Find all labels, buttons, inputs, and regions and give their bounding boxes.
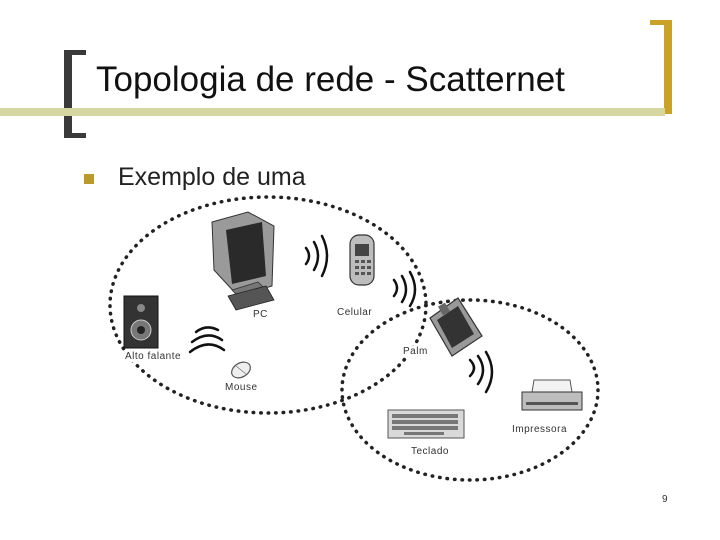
piconet-right-ellipse <box>340 298 600 482</box>
palm-icon <box>429 297 483 357</box>
bullet-square-icon <box>84 174 94 184</box>
teclado-icon <box>387 409 465 439</box>
bullet-text: Exemplo de uma <box>118 163 306 191</box>
label-celular: Celular <box>336 307 374 318</box>
label-impressora: Impressora <box>511 424 569 435</box>
mouse-icon <box>231 361 251 379</box>
title-underline-bar <box>0 108 665 116</box>
signal-waves-icon <box>188 234 494 394</box>
label-mouse: Mouse <box>224 382 259 393</box>
label-palm: Palm <box>402 346 429 357</box>
slide-title: Topologia de rede - Scatternet <box>96 60 565 99</box>
label-alto-falante: Alto falante <box>124 351 183 362</box>
left-bracket-decoration <box>64 50 86 138</box>
impressora-icon <box>521 379 583 411</box>
label-teclado: Teclado <box>410 446 450 457</box>
pc-icon <box>211 211 275 311</box>
celular-icon <box>349 234 375 286</box>
label-pc: PC <box>252 309 269 320</box>
alto-falante-icon <box>123 295 159 349</box>
page-number: 9 <box>662 494 668 505</box>
